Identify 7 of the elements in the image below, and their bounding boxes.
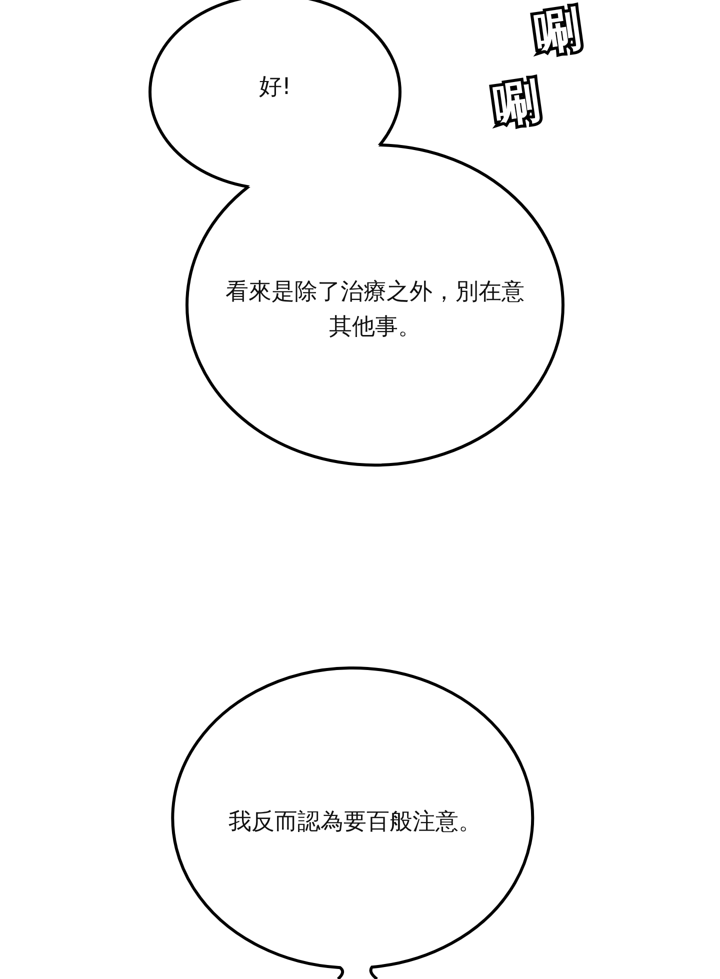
speech-bubble — [170, 668, 534, 979]
speech-text: 看來是除了治療之外，別在意其他事。 — [225, 278, 525, 342]
speech-text: 我反而認為要百般注意。 — [228, 808, 482, 837]
speech-bubble — [150, 0, 400, 190]
sound-effect: 唰 — [532, 5, 584, 57]
speech-text: 好! — [258, 73, 292, 102]
sound-effect: 唰 — [491, 77, 543, 129]
